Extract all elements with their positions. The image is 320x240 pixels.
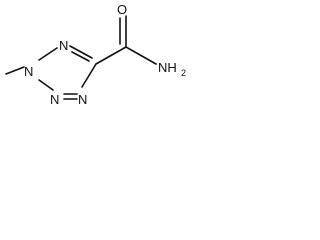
ring-bond-c5-n4 (81, 63, 97, 88)
ring-bond-n2-n3-upper (38, 47, 58, 61)
ring-nitrogen-upper: N (59, 38, 68, 53)
ring-nitrogen-methyl: N (24, 64, 33, 79)
methyl-bond (5, 66, 25, 75)
amide-nitrogen: NH (158, 60, 177, 75)
ring-bond-n3-c5-a (69, 45, 93, 59)
tetrazole-carboxamide-structure: N N N N O NH 2 (5, 2, 186, 107)
ring-nitrogen-lower-left: N (50, 92, 59, 107)
ring-bond-n2-n1-lower (38, 79, 54, 91)
ring-bond-n3-c5-b (71, 51, 90, 62)
ring-nitrogen-lower-right: N (78, 92, 87, 107)
carboxamide-bond (95, 46, 127, 65)
amide-bond (125, 46, 157, 65)
amide-hydrogen-count: 2 (181, 68, 186, 78)
carbonyl-oxygen: O (117, 2, 127, 17)
